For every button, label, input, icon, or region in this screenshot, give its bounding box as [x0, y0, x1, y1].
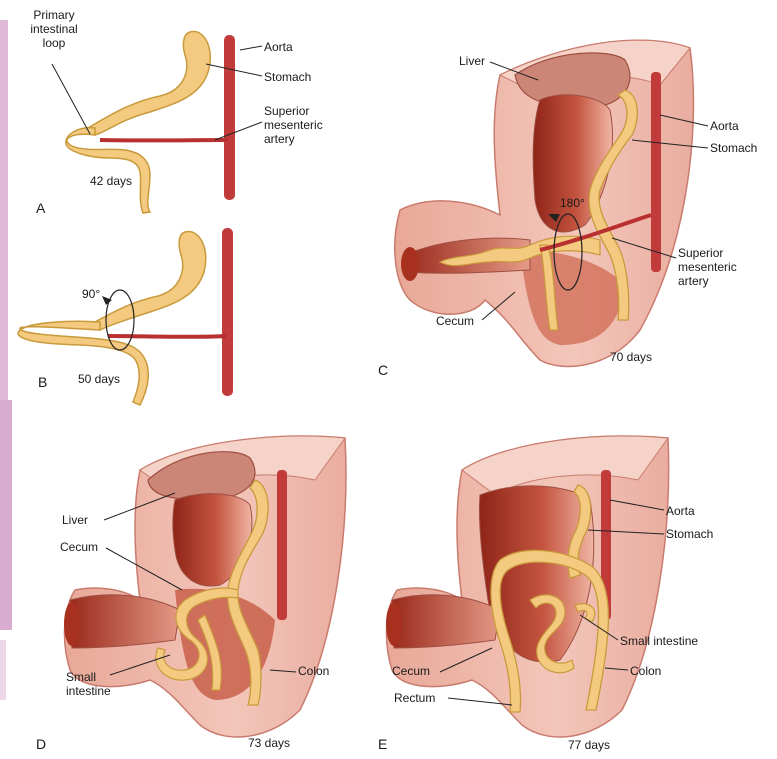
- label-b-days: 50 days: [78, 372, 120, 386]
- label-e-cecum: Cecum: [392, 664, 430, 678]
- label-c-liver: Liver: [459, 54, 485, 68]
- label-a-aorta: Aorta: [264, 40, 293, 54]
- label-e-colon: Colon: [630, 664, 661, 678]
- label-c-cecum: Cecum: [436, 314, 474, 328]
- label-d-colon: Colon: [298, 664, 329, 678]
- label-c-stomach: Stomach: [710, 141, 757, 155]
- label-d-liver: Liver: [62, 513, 88, 527]
- label-e-aorta: Aorta: [666, 504, 695, 518]
- label-c-rotation: 180°: [560, 196, 585, 210]
- label-d-cecum: Cecum: [60, 540, 98, 554]
- panel-a-aorta: [224, 35, 235, 200]
- label-e-small-intestine: Small intestine: [620, 634, 698, 648]
- panel-a-letter: A: [36, 200, 45, 216]
- label-d-small-intestine: Small intestine: [66, 670, 111, 698]
- histology-strip: [0, 0, 12, 759]
- panel-e-letter: E: [378, 736, 387, 752]
- label-c-sma: Superior mesenteric artery: [678, 246, 737, 288]
- panel-a-drawing: [52, 32, 262, 213]
- label-e-days: 77 days: [568, 738, 610, 752]
- panel-a-stomach: [88, 32, 210, 135]
- label-a-stomach: Stomach: [264, 70, 311, 84]
- panel-c-letter: C: [378, 362, 388, 378]
- panel-d-letter: D: [36, 736, 46, 752]
- label-primary-intestinal-loop: Primary intestinal loop: [22, 8, 86, 50]
- label-c-days: 70 days: [610, 350, 652, 364]
- panel-d-aorta: [277, 470, 287, 620]
- panel-b-stomach: [95, 232, 206, 330]
- label-b-rotation: 90°: [82, 287, 100, 301]
- label-e-rectum: Rectum: [394, 691, 435, 705]
- label-e-stomach: Stomach: [666, 527, 713, 541]
- label-a-days: 42 days: [90, 174, 132, 188]
- panel-b-loop: [18, 321, 148, 405]
- panel-b-drawing: [18, 228, 233, 405]
- label-a-sma: Superior mesenteric artery: [264, 104, 323, 146]
- panel-b-aorta: [222, 228, 233, 396]
- panel-b-letter: B: [38, 374, 47, 390]
- label-c-aorta: Aorta: [710, 119, 739, 133]
- panel-c-aorta: [651, 72, 661, 272]
- label-d-days: 73 days: [248, 736, 290, 750]
